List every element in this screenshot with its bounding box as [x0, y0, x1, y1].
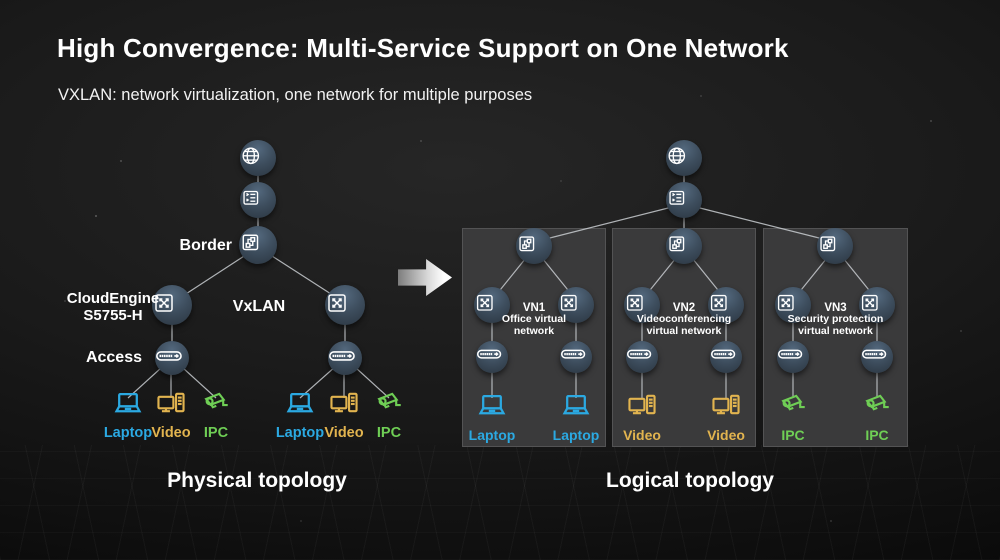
slide-subtitle: VXLAN: network virtualization, one netwo…: [58, 86, 533, 104]
device-label: Laptop: [552, 427, 600, 443]
access-switch-icon: [328, 342, 362, 375]
globe-icon: [240, 145, 276, 172]
device-ipc: IPC: [188, 388, 244, 441]
device-label: Video: [623, 427, 661, 443]
globe-icon: [666, 145, 702, 172]
device-label: IPC: [781, 427, 805, 443]
vn3-access-left: [777, 341, 809, 373]
cloudengine-label-line1: CloudEngine: [66, 290, 160, 307]
vn-desc-line2: virtual network: [646, 324, 722, 337]
access-switch-left: [155, 341, 189, 375]
device-label: Laptop: [103, 425, 153, 441]
border-fabric-icon: [239, 231, 277, 259]
device-laptop: Laptop: [272, 388, 328, 441]
device-laptop: Laptop: [100, 388, 156, 441]
vn2-access-left: [626, 341, 658, 373]
core-router-node: [240, 182, 276, 218]
laptop-icon: [557, 390, 595, 427]
physical-topology-caption: Physical topology: [167, 469, 347, 492]
ipc-camera-icon: [197, 388, 235, 425]
laptop-icon: [281, 388, 319, 425]
vn-desc-line1: Videoconferencing: [636, 313, 732, 325]
video-pc-icon: [152, 388, 190, 425]
star-specks: [0, 0, 2, 2]
vn-desc-line2: network: [513, 324, 555, 337]
core-router-node: [666, 182, 702, 218]
device-ipc: IPC: [361, 388, 417, 441]
access-switch-icon: [710, 341, 742, 372]
vn3-border-node: [817, 228, 853, 264]
device-ipc: IPC: [849, 390, 905, 443]
vn3-access-right: [861, 341, 893, 373]
device-label: IPC: [865, 427, 889, 443]
access-switch-right: [328, 341, 362, 375]
border-fabric-icon: [666, 233, 702, 260]
vxlan-label: VxLAN: [232, 298, 286, 315]
core-router-icon: [666, 187, 702, 214]
device-label: Video: [707, 427, 745, 443]
ipc-camera-icon: [858, 390, 896, 427]
vn-desc-line1: Security protection: [787, 313, 884, 325]
internet-node: [666, 140, 702, 176]
switch-x-icon: [325, 291, 365, 320]
device-label: Video: [324, 425, 364, 441]
vn2-access-right: [710, 341, 742, 373]
border-fabric-icon: [516, 233, 552, 260]
vn1-access-right: [560, 341, 592, 373]
border-fabric-icon: [817, 233, 853, 260]
border-label: Border: [179, 237, 232, 254]
internet-node: [240, 140, 276, 176]
vn-desc-line2: virtual network: [798, 324, 873, 337]
cloudengine-label: CloudEngine S5755-H: [50, 290, 176, 324]
device-ipc: IPC: [765, 390, 821, 443]
slide-title: High Convergence: Multi-Service Support …: [57, 33, 789, 63]
cloudengine-label-line2: S5755-H: [83, 307, 143, 324]
laptop-icon: [109, 388, 147, 425]
ipc-camera-icon: [370, 388, 408, 425]
floor-grid: [0, 445, 1000, 560]
video-pc-icon: [325, 388, 363, 425]
video-pc-icon: [623, 390, 661, 427]
access-switch-icon: [861, 341, 893, 372]
device-label: Laptop: [275, 425, 325, 441]
device-label: IPC: [203, 425, 229, 441]
access-switch-icon: [155, 342, 189, 375]
border-node: [239, 226, 277, 264]
vn1-label: VN1 Office virtual network: [463, 302, 605, 337]
cloudengine-switch-right: [325, 285, 365, 325]
access-switch-icon: [777, 341, 809, 372]
access-label: Access: [85, 349, 142, 366]
device-laptop: Laptop: [464, 390, 520, 443]
device-label: Video: [151, 425, 191, 441]
laptop-icon: [473, 390, 511, 427]
device-laptop: Laptop: [548, 390, 604, 443]
right-arrow-icon: [398, 259, 452, 296]
device-label: Laptop: [468, 427, 516, 443]
logical-topology-caption: Logical topology: [606, 469, 774, 492]
vn3-label: VN3 Security protection virtual network: [764, 302, 907, 337]
access-switch-icon: [560, 341, 592, 372]
access-switch-icon: [626, 341, 658, 372]
access-switch-icon: [476, 341, 508, 372]
vn2-border-node: [666, 228, 702, 264]
ipc-camera-icon: [774, 390, 812, 427]
core-router-icon: [240, 187, 276, 214]
vn1-access-left: [476, 341, 508, 373]
video-pc-icon: [707, 390, 745, 427]
vn2-label: VN2 Videoconferencing virtual network: [613, 302, 755, 337]
device-video: Video: [614, 390, 670, 443]
vn1-border-node: [516, 228, 552, 264]
vn-desc-line1: Office virtual: [501, 313, 567, 325]
device-label: IPC: [376, 425, 402, 441]
device-video: Video: [698, 390, 754, 443]
